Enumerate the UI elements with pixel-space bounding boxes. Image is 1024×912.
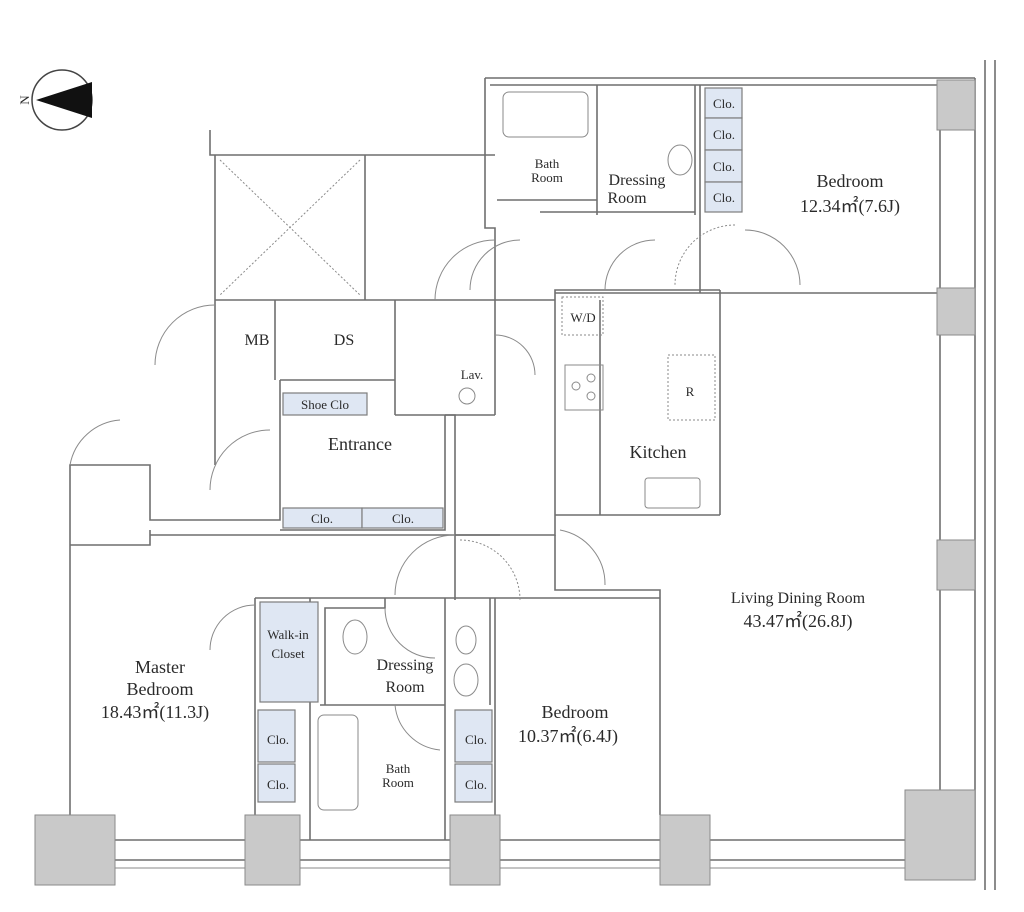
bath-room-bottom-label: Bath [386,761,411,776]
walk-in-closet-label: Walk-in [267,627,309,642]
pillars [34,79,976,886]
living-dining-area: 43.47㎡(26.8J) [744,610,853,632]
walk-in-closet-label-2: Closet [271,646,305,661]
living-dining-label: Living Dining Room [731,590,866,607]
closet-label: Clo. [465,732,487,747]
entrance-label: Entrance [328,434,392,454]
bedroom-bottom-label: Bedroom [542,702,609,722]
dressing-room-bottom-label: Dressing [377,657,434,674]
closet-label: Clo. [311,511,333,526]
closet-label: Clo. [267,732,289,747]
north-label: N [17,95,32,105]
master-bedroom-area: 18.43㎡(11.3J) [101,701,209,723]
closet-label: Clo. [713,96,735,111]
closet-label: Clo. [392,511,414,526]
kitchen-label: Kitchen [630,442,687,462]
bath-room-top-label: Bath [535,156,560,171]
closet-label: Clo. [713,159,735,174]
refrigerator-label: R [686,384,695,399]
closets [257,87,743,803]
closet-label: Clo. [713,190,735,205]
room-labels: Bath Room Dressing Room Clo. Clo. Clo. C… [101,96,900,792]
bath-room-bottom-label-2: Room [382,775,414,790]
master-bedroom-label-2: Bedroom [127,679,194,699]
bedroom-top-area: 12.34㎡(7.6J) [800,195,900,217]
master-bedroom-label: Master [135,657,185,677]
north-compass-icon: N [17,69,93,131]
bath-room-top-label-2: Room [531,170,563,185]
dressing-room-bottom-label-2: Room [385,679,425,696]
shoe-closet-label: Shoe Clo [301,397,349,412]
bedroom-bottom-area: 10.37㎡(6.4J) [518,725,618,747]
mb-label: MB [245,332,270,349]
closet-label: Clo. [713,127,735,142]
bedroom-top-label: Bedroom [817,171,884,191]
dressing-room-top-label: Dressing [609,172,666,189]
walls [69,60,996,890]
dressing-room-top-label-2: Room [607,190,647,207]
washer-dryer-label: W/D [570,310,595,325]
lav-label: Lav. [461,367,484,382]
closet-label: Clo. [267,777,289,792]
ds-label: DS [334,332,354,349]
closet-label: Clo. [465,777,487,792]
